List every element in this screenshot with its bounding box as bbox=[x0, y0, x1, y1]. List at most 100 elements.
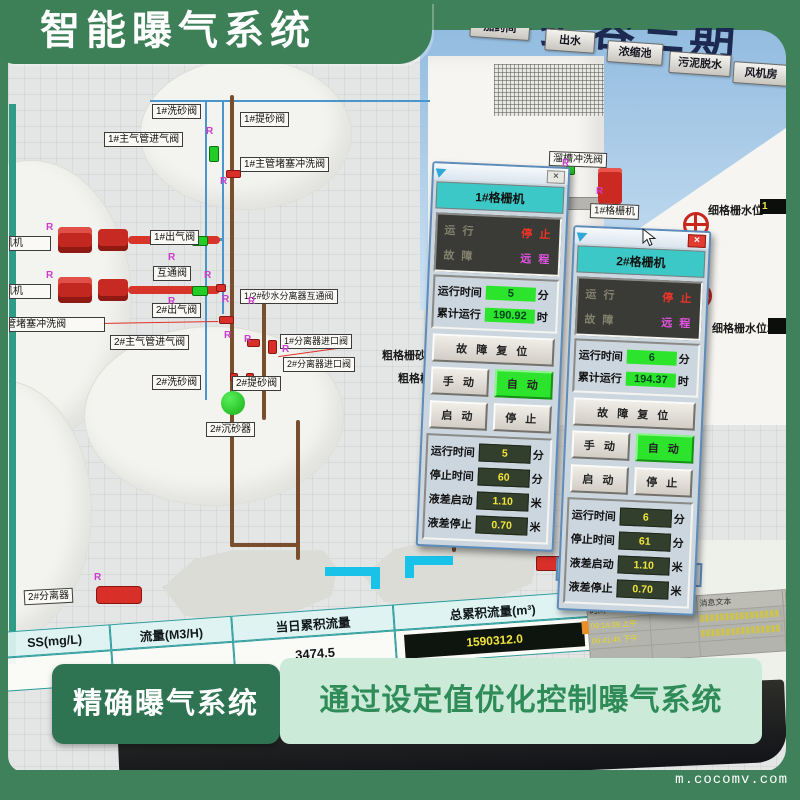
subtitle-banner-right: 通过设定值优化控制曝气系统 bbox=[280, 658, 762, 744]
total-runtime-value: 194.37 bbox=[625, 371, 677, 388]
remote-marker: R bbox=[168, 252, 176, 263]
app-logo-icon bbox=[576, 229, 590, 242]
fault-reset-button[interactable]: 故 障 复 位 bbox=[431, 333, 555, 367]
setpoint-value[interactable]: 1.10 bbox=[617, 555, 671, 576]
runtime-label: 运行时间 bbox=[437, 285, 483, 300]
setpoint-unit: 米 bbox=[670, 585, 682, 599]
blower-2[interactable] bbox=[58, 277, 223, 303]
start-button[interactable]: 启 动 bbox=[569, 464, 629, 495]
plant-label: 1#提砂阀 bbox=[240, 112, 290, 127]
total-runtime-unit: 时 bbox=[536, 311, 548, 325]
blower-motor-icon bbox=[58, 227, 92, 253]
separator-2-feed-icon bbox=[96, 586, 142, 604]
runtime-label: 运行时间 bbox=[578, 349, 624, 364]
remote-marker: R bbox=[204, 270, 212, 281]
grid-machine-icon[interactable] bbox=[598, 168, 622, 204]
blower-shaft-icon bbox=[128, 286, 220, 294]
frame-bottom bbox=[0, 770, 800, 800]
remote-marker: R bbox=[222, 294, 230, 305]
setpoint-value[interactable]: 61 bbox=[618, 531, 672, 552]
stop-button[interactable]: 停 止 bbox=[633, 467, 693, 498]
remote-marker: R bbox=[248, 296, 256, 307]
frame-left bbox=[0, 0, 8, 800]
setpoint-value[interactable]: 60 bbox=[477, 467, 531, 488]
plant-text-label: 粗格栅砂 bbox=[382, 350, 426, 362]
plant-label: 1#出气阀 bbox=[150, 230, 200, 245]
setpoint-unit: 米 bbox=[529, 521, 541, 535]
tank-shape bbox=[84, 326, 344, 506]
fault-state: 远 程 bbox=[519, 253, 552, 267]
setpoint-unit: 分 bbox=[672, 537, 684, 551]
remote-marker: R bbox=[94, 572, 102, 583]
red-valve-icon[interactable] bbox=[216, 284, 226, 292]
runtime-value: 6 bbox=[626, 349, 678, 366]
plant-label: 2#沉砂器 bbox=[206, 422, 256, 437]
subtitle-banner-left: 精确曝气系统 bbox=[52, 664, 280, 744]
fault-label: 故 障 bbox=[443, 249, 475, 264]
nav-button-effluent[interactable]: 出水 bbox=[544, 28, 596, 54]
remote-marker: R bbox=[168, 296, 176, 307]
mouse-cursor bbox=[642, 228, 657, 247]
setpoint-label: 运行时间 bbox=[430, 445, 476, 460]
fault-reset-button[interactable]: 故 障 复 位 bbox=[572, 397, 696, 431]
total-runtime-label: 累计运行 bbox=[436, 307, 482, 322]
close-icon[interactable]: ✕ bbox=[687, 233, 707, 248]
setpoint-value[interactable]: 1.10 bbox=[476, 491, 530, 512]
red-valve-icon[interactable] bbox=[219, 316, 234, 324]
auto-button[interactable]: 自 动 bbox=[494, 369, 554, 400]
start-button[interactable]: 启 动 bbox=[428, 400, 488, 431]
remote-marker: R bbox=[244, 334, 252, 345]
air-pipe bbox=[205, 100, 207, 400]
plant-label: 1#格栅机 bbox=[589, 203, 640, 220]
plant-label: 溜槽冲洗阀 bbox=[548, 150, 608, 169]
window-left-border bbox=[9, 104, 16, 664]
title-banner: 智能曝气系统 bbox=[0, 0, 432, 64]
green-valve-icon[interactable] bbox=[209, 146, 219, 162]
setpoint-unit: 分 bbox=[673, 513, 685, 527]
dialog-title: 2#格栅机 bbox=[576, 245, 706, 278]
red-valve-icon[interactable] bbox=[247, 339, 260, 347]
red-valve-icon[interactable] bbox=[226, 170, 241, 178]
setpoint-unit: 米 bbox=[530, 497, 542, 511]
manual-button[interactable]: 手 动 bbox=[430, 366, 490, 397]
plant-label: 风机 bbox=[9, 284, 51, 299]
run-state: 停 止 bbox=[521, 228, 553, 242]
alarm-row-marker bbox=[581, 620, 590, 635]
blower-motor-icon bbox=[58, 277, 92, 303]
auto-button[interactable]: 自 动 bbox=[635, 433, 695, 464]
frame-right bbox=[786, 0, 800, 800]
plant-label: 2#出气阀 bbox=[152, 303, 202, 318]
setpoint-unit: 米 bbox=[671, 561, 683, 575]
blower-body-icon bbox=[98, 279, 128, 301]
red-valve-icon[interactable] bbox=[268, 340, 277, 354]
setpoint-value[interactable]: 0.70 bbox=[475, 515, 529, 536]
water-pipe bbox=[405, 556, 414, 578]
setpoint-value[interactable]: 0.70 bbox=[616, 579, 670, 600]
sand-pipe bbox=[296, 420, 300, 560]
remote-marker: R bbox=[596, 186, 604, 197]
plant-label: 2#分离器 bbox=[23, 587, 74, 606]
setpoint-value[interactable]: 5 bbox=[478, 443, 532, 464]
remote-marker: R bbox=[220, 176, 228, 187]
close-icon[interactable]: ✕ bbox=[546, 169, 566, 184]
total-runtime-unit: 时 bbox=[677, 375, 689, 389]
plant-label: 1#主管堵塞冲洗阀 bbox=[240, 157, 330, 172]
water-level-1-value: 1 bbox=[760, 199, 790, 214]
setpoint-value[interactable]: 6 bbox=[619, 507, 673, 528]
water-pipe bbox=[325, 567, 380, 576]
nav-button-thickener[interactable]: 浓缩池 bbox=[606, 40, 664, 66]
green-valve-icon[interactable] bbox=[192, 286, 208, 296]
sand-settler-icon[interactable] bbox=[221, 391, 245, 415]
nav-button-blower-room[interactable]: 风机房 bbox=[732, 61, 790, 87]
alarm-message-blurred bbox=[701, 624, 783, 638]
run-label: 运 行 bbox=[585, 288, 617, 303]
app-logo-icon bbox=[435, 165, 449, 178]
water-pipe bbox=[371, 567, 380, 589]
stop-button[interactable]: 停 止 bbox=[492, 403, 552, 434]
manual-button[interactable]: 手 动 bbox=[571, 430, 631, 461]
nav-button-dewatering[interactable]: 污泥脱水 bbox=[668, 50, 732, 78]
